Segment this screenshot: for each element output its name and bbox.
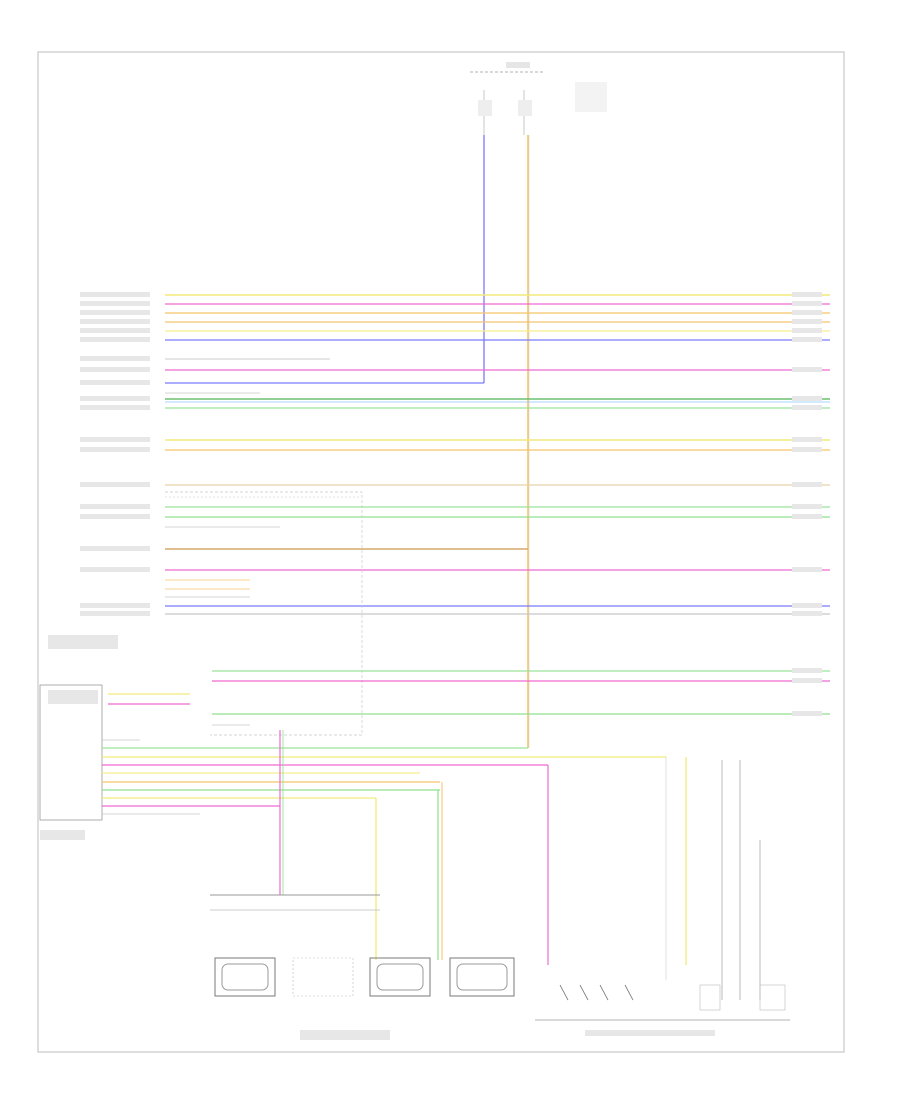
seat-motor-4 (449, 957, 515, 997)
diagram-frame (37, 51, 845, 1053)
memory-switch-bank (535, 984, 790, 1021)
right-wire-tags (792, 292, 822, 716)
seat-motor-3 (369, 957, 431, 997)
motor-drop-wires (279, 730, 761, 1000)
connector-1-wires (165, 294, 830, 409)
lower-harness-wires (108, 670, 830, 726)
seat-motor-1 (214, 957, 276, 997)
connector-2-wires (165, 439, 830, 615)
switch-module-wires (102, 739, 666, 815)
left-pin-labels (40, 292, 715, 1040)
module-boundary (165, 491, 363, 736)
seat-motor-2 (292, 957, 354, 997)
power-source-block (470, 62, 607, 135)
seat-switch-module (39, 684, 103, 821)
